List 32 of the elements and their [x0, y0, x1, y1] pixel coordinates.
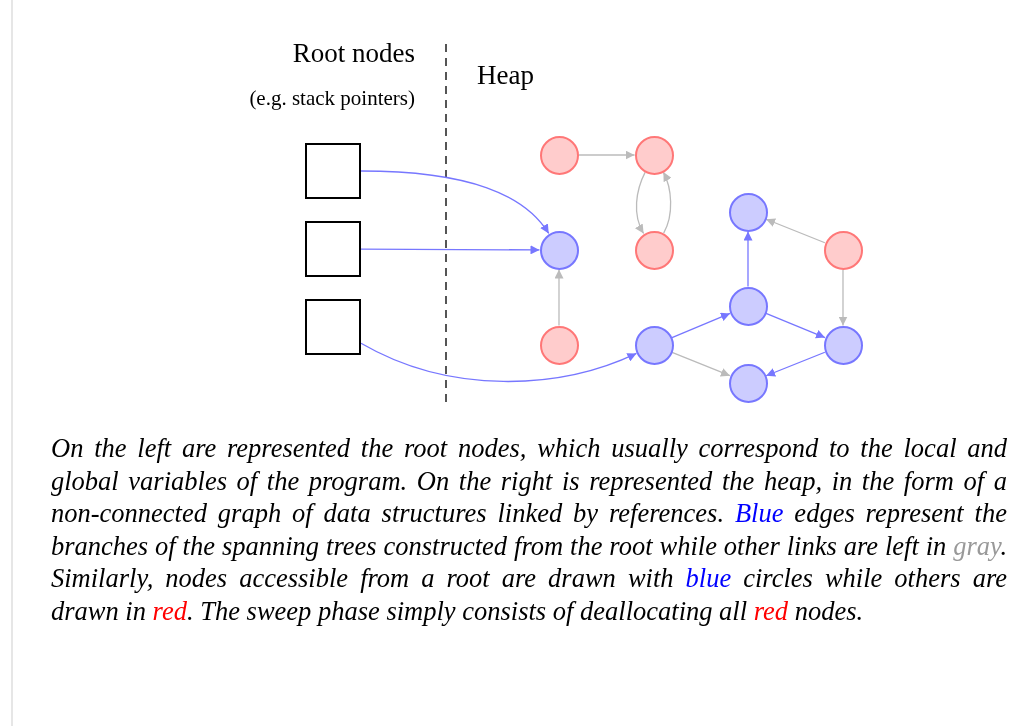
heap-node-circle: [634, 230, 674, 270]
heap-node-circle: [728, 286, 768, 326]
arrow: [743, 230, 753, 288]
arrow: [360, 245, 541, 255]
heap-node-circle: [539, 230, 579, 270]
arrow: [671, 351, 731, 377]
arrow: [838, 268, 848, 327]
arrow: [662, 171, 672, 234]
heap-node-circle: [539, 135, 579, 175]
arrow: [577, 150, 636, 160]
arrow: [671, 312, 731, 339]
root-box: [305, 299, 361, 355]
caption: On the left are represented the root nodes, which usually correspond to the local and global variables of the program. On the right is represented the heap, in the form of a non-connected graph of data structures linked by references. Blue edges represent the branches of the spanning trees constructed from the root while other links are left in gray. Similarly, nodes accessible from a root are drawn with blue circles while others are drawn in red. The sweep phase simply consists of deallocating all red nodes.: [51, 432, 1007, 628]
heap-node-circle: [539, 325, 579, 365]
heading-label: (e.g. stack pointers): [249, 86, 415, 111]
arrow: [765, 218, 826, 244]
arrow: [765, 312, 826, 339]
root-box: [305, 143, 361, 199]
arrow: [554, 268, 564, 327]
heap-node-circle: [634, 135, 674, 175]
root-box: [305, 221, 361, 277]
heap-node-circle: [823, 230, 863, 270]
arrow: [635, 171, 646, 235]
heap-node-circle: [728, 363, 768, 403]
heap-node-circle: [823, 325, 863, 365]
heading-label: Root nodes: [292, 38, 415, 69]
heap-node-circle: [634, 325, 674, 365]
arrow: [765, 351, 826, 377]
arrow: [360, 170, 550, 235]
arrow: [360, 342, 638, 383]
heap-node-circle: [728, 192, 768, 232]
heading-label: Heap: [477, 60, 534, 91]
